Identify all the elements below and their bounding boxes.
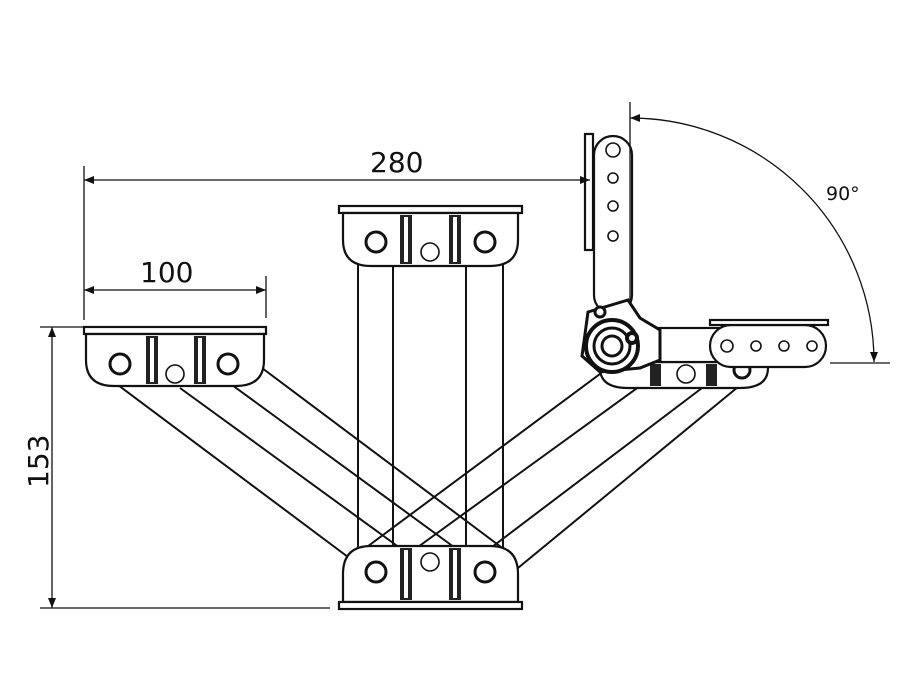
arm-right-4 <box>351 367 609 559</box>
vertical-arm <box>592 134 634 316</box>
horizontal-arm-hole-2 <box>750 340 762 352</box>
horizontal-arm-hole-1 <box>720 339 734 353</box>
arm-left-3 <box>231 384 459 551</box>
arm-right-2 <box>487 387 703 551</box>
dimension-280: 280 <box>83 146 590 320</box>
vertical-arm-hole-1 <box>605 142 621 158</box>
right-slot-1 <box>650 364 661 386</box>
arm-right-1 <box>517 381 745 569</box>
arm-right-3 <box>399 385 641 561</box>
right-screw-hole <box>676 364 696 384</box>
dim-153-label: 153 <box>22 435 55 488</box>
right-slot-2 <box>706 364 717 386</box>
bottom-pivot-hole-1 <box>364 560 388 584</box>
left-bracket <box>82 325 268 388</box>
top-pivot-hole-1 <box>364 230 388 254</box>
left-pivot-hole-1 <box>108 352 132 376</box>
angle-arc <box>629 117 875 363</box>
top-screw-hole <box>420 242 440 262</box>
arm-left-1 <box>117 384 353 561</box>
vertical-mount-plate <box>583 132 595 252</box>
vertical-arm-hole-2 <box>607 172 619 184</box>
horizontal-mount-plate <box>708 318 830 327</box>
arm-left-2 <box>179 387 401 549</box>
vertical-arm-hole-3 <box>607 200 619 212</box>
top-bracket <box>337 204 524 268</box>
bottom-mount-plate <box>337 600 524 611</box>
bottom-screw-hole <box>420 552 440 572</box>
pivot-hub-inner <box>600 334 624 358</box>
left-pivot-hole-2 <box>216 352 240 376</box>
dim-100-label: 100 <box>140 256 193 289</box>
bottom-bracket <box>337 544 524 611</box>
vertical-arm-hole-4 <box>607 230 619 242</box>
bottom-pivot-hole-2 <box>473 560 497 584</box>
lid-arm-assembly <box>580 132 830 374</box>
left-bracket-body <box>84 332 266 388</box>
linkage-arms <box>117 255 745 569</box>
horizontal-arm-hole-3 <box>778 340 790 352</box>
horizontal-arm-hole-4 <box>806 340 818 352</box>
dimension-angle: 90° <box>629 102 890 364</box>
dimension-100: 100 <box>84 256 267 318</box>
pivot-rivet <box>593 305 607 319</box>
dim-280-label: 280 <box>370 146 423 179</box>
top-pivot-hole-2 <box>473 230 497 254</box>
top-bracket-body <box>341 211 520 268</box>
dimension-153: 153 <box>22 326 330 609</box>
angle-label: 90° <box>826 183 860 205</box>
left-screw-hole <box>165 364 185 384</box>
arm-left-4 <box>261 367 506 551</box>
